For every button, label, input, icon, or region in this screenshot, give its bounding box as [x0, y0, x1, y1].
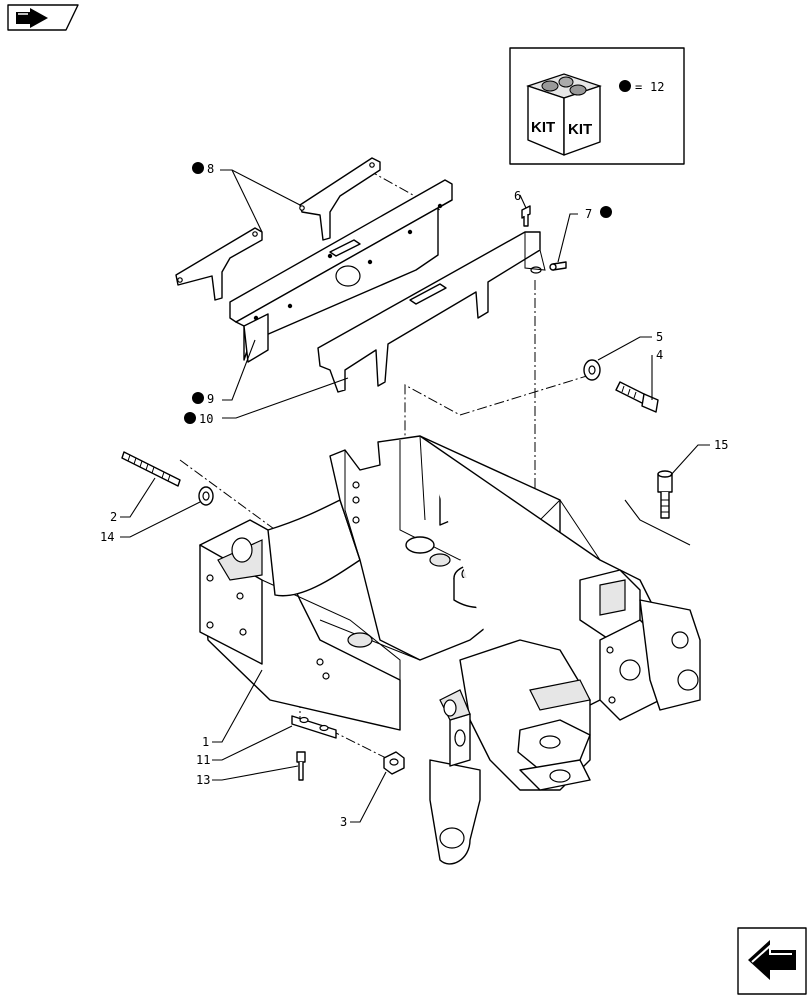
kit-marker-7	[600, 206, 612, 218]
washer-part-5	[583, 359, 601, 381]
callout-8[interactable]: 8	[207, 162, 214, 176]
kit-equals: =	[635, 80, 642, 94]
bracket-part-10	[317, 231, 546, 393]
callout-6[interactable]: 6	[514, 189, 521, 203]
kit-marker-dot	[619, 80, 631, 92]
nut-part-3	[383, 751, 405, 775]
bolt-part-4	[615, 381, 659, 413]
callout-9[interactable]: 9	[207, 392, 214, 406]
callout-14[interactable]: 14	[100, 530, 114, 544]
callout-15[interactable]: 15	[714, 438, 728, 452]
kit-number: 12	[650, 80, 664, 94]
callout-13[interactable]: 13	[196, 773, 210, 787]
bolt-part-15	[657, 470, 673, 519]
plate-part-11	[291, 715, 337, 739]
callout-5[interactable]: 5	[656, 330, 663, 344]
pin-part-7	[549, 261, 567, 271]
front-frame-part-1	[199, 435, 701, 865]
callout-4[interactable]: 4	[656, 348, 663, 362]
leader-lines	[120, 169, 710, 823]
kit-marker-8	[192, 162, 204, 174]
next-page-arrow-icon[interactable]	[737, 927, 807, 995]
plate-part-9	[229, 179, 453, 363]
callout-2[interactable]: 2	[110, 510, 117, 524]
bracket-part-8	[175, 157, 381, 301]
bolt-part-13	[296, 751, 306, 781]
callout-10[interactable]: 10	[199, 412, 213, 426]
kit-legend: KIT KIT = 12	[509, 47, 685, 165]
washer-part-14	[198, 486, 214, 506]
stud-part-2	[121, 451, 181, 487]
kit-marker-9	[192, 392, 204, 404]
callout-7[interactable]: 7	[585, 207, 592, 221]
kit-box-icon: KIT KIT	[526, 73, 602, 156]
callout-1[interactable]: 1	[202, 735, 209, 749]
callout-3[interactable]: 3	[340, 815, 347, 829]
bolt-part-6	[521, 205, 531, 227]
callout-11[interactable]: 11	[196, 753, 210, 767]
kit-label-right: KIT	[568, 121, 592, 138]
book-arrow-icon[interactable]	[7, 4, 79, 31]
kit-label-left: KIT	[531, 119, 555, 136]
kit-marker-10	[184, 412, 196, 424]
